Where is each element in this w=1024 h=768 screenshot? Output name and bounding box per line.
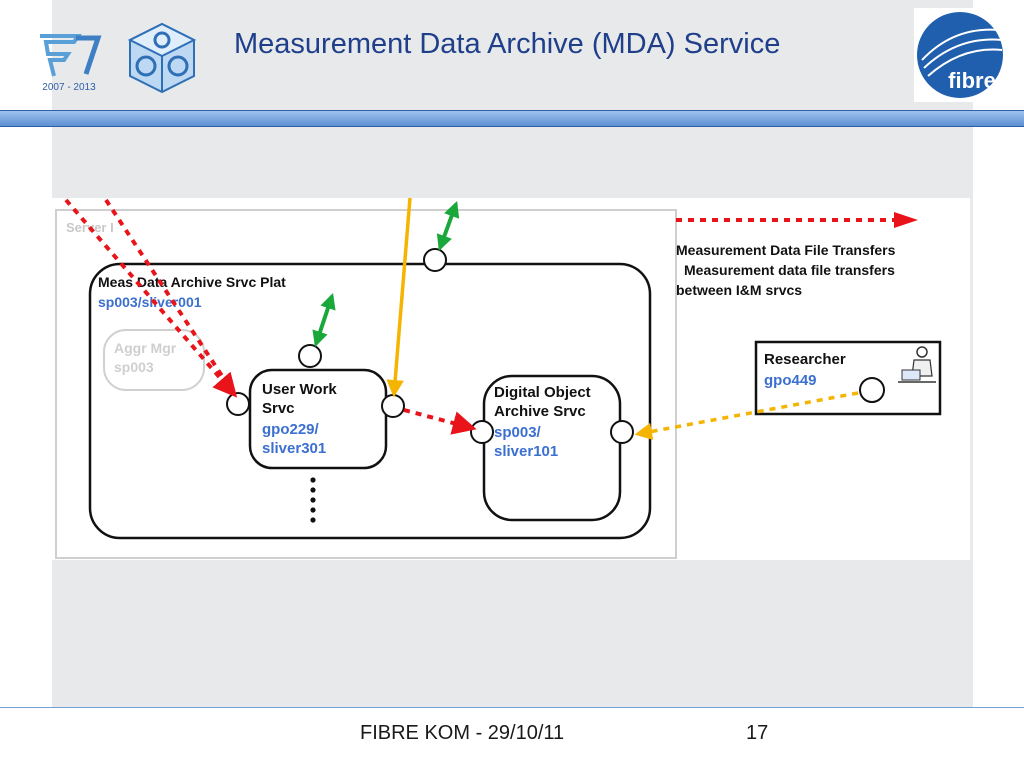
diagram: Server I Meas Data Archive Srvc Plat sp0… — [52, 197, 970, 560]
fp7-logo: 2007 - 2013 — [26, 28, 112, 96]
slide-header: 2007 - 2013 Measurement Data Archive (MD… — [0, 0, 1024, 110]
user-work-id2: sliver301 — [262, 440, 326, 457]
orange-arrow-researcher — [634, 391, 859, 441]
legend-red-arrowhead — [894, 212, 918, 228]
aggr-mgr-name: Aggr Mgr — [114, 340, 177, 356]
researcher-name: Researcher — [764, 351, 846, 368]
fibre-logo-text: fibre — [948, 68, 996, 93]
server-box — [55, 209, 677, 559]
green-arrow-user-work — [312, 292, 336, 348]
fp7-years: 2007 - 2013 — [42, 82, 96, 93]
legend-line1: Measurement Data File Transfers — [676, 242, 896, 258]
aggr-mgr-id: sp003 — [114, 359, 154, 375]
digital-archive-line2: Archive Srvc — [494, 403, 586, 420]
user-work-id1: gpo229/ — [262, 421, 320, 438]
user-work-port-top — [298, 344, 322, 368]
red-transfer-arrow-2 — [104, 198, 232, 390]
researcher-id: gpo449 — [764, 372, 817, 389]
page-number: 17 — [746, 722, 769, 744]
platform-box — [88, 262, 652, 540]
green-arrow-platform — [436, 200, 460, 252]
slide-title: Measurement Data Archive (MDA) Service — [234, 28, 781, 60]
red-transfer-arrow-3 — [403, 408, 477, 435]
platform-id: sp003/sliver001 — [98, 294, 202, 310]
digital-archive-id2: sliver101 — [494, 443, 558, 460]
cube-logo — [124, 20, 200, 94]
continuation-dots — [310, 477, 316, 523]
digital-archive-port-left — [470, 420, 494, 444]
user-work-port-left — [226, 392, 250, 416]
legend-line2: Measurement data file transfers — [684, 262, 895, 278]
platform-port — [423, 248, 447, 272]
footer-text: FIBRE KOM - 29/10/11 — [360, 722, 565, 744]
user-work-port-right — [381, 394, 405, 418]
digital-archive-box — [482, 374, 622, 522]
user-work-line2: Srvc — [262, 400, 295, 417]
header-bar — [0, 110, 1024, 127]
platform-name: Meas Data Archive Srvc Plat — [98, 274, 286, 290]
researcher-icon — [898, 346, 936, 383]
user-work-box — [248, 368, 388, 470]
aggr-mgr-box — [103, 329, 205, 391]
researcher-port — [859, 377, 885, 403]
orange-arrow-top — [386, 197, 412, 398]
digital-archive-line1: Digital Object — [494, 384, 591, 401]
user-work-line1: User Work — [262, 381, 337, 398]
legend-line3: between I&M srvcs — [676, 282, 802, 298]
digital-archive-port-right — [610, 420, 634, 444]
footer-divider — [0, 707, 1024, 708]
fibre-logo: fibre — [914, 8, 1006, 102]
digital-archive-id1: sp003/ — [494, 424, 542, 441]
